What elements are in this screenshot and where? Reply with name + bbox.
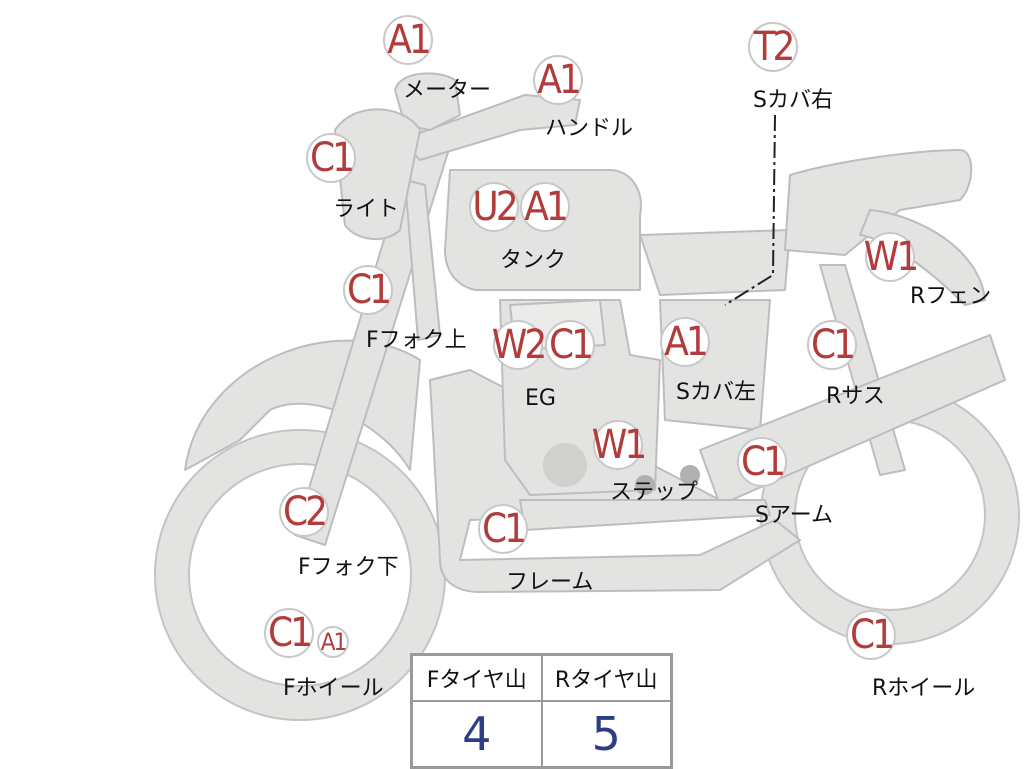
meter-shape [394, 72, 461, 131]
seat-shape [784, 149, 973, 256]
tire-tread-table: Fタイヤ山 Rタイヤ山 4 5 [410, 653, 673, 769]
part-label-swing-arm: Sアーム [755, 503, 833, 528]
front-tire-tread-value: 4 [410, 700, 543, 769]
front-tire-tread-header: Fタイヤ山 [410, 653, 543, 702]
grade-badge: C1 [545, 320, 595, 370]
rear-tire-tread-header: Rタイヤ山 [540, 653, 673, 702]
part-label-front-fork-lower: Fフォク下 [298, 555, 399, 580]
grade-badge: C1 [478, 504, 528, 554]
rear-tire-tread-value: 5 [540, 700, 673, 769]
part-label-handle: ハンドル [545, 116, 634, 141]
part-label-engine: EG [525, 386, 556, 411]
handlebar-shape [399, 94, 581, 161]
part-label-frame: フレーム [506, 570, 594, 595]
part-label-light: ライト [333, 197, 400, 222]
grade-badge: U2 [469, 182, 519, 232]
part-label-tank: タンク [500, 248, 567, 273]
grade-badge: C1 [846, 610, 896, 660]
grade-badge: C1 [737, 437, 787, 487]
part-label-side-cover-left: Sカバ左 [676, 380, 756, 405]
part-label-rear-fender: Rフェン [910, 284, 992, 309]
grade-badge: W1 [863, 232, 919, 282]
grade-badge: C2 [279, 487, 329, 537]
grade-badge: A1 [520, 182, 570, 232]
grade-badge: W1 [591, 420, 647, 470]
part-label-front-fork-upper: Fフォク上 [366, 328, 467, 353]
grade-badge: W2 [491, 320, 547, 370]
part-label-rear-suspension: Rサス [826, 384, 885, 409]
grade-badge: C1 [306, 133, 356, 183]
grade-badge: A1 [317, 626, 349, 658]
grade-badge: A1 [533, 55, 583, 105]
grade-badge: C1 [343, 265, 393, 315]
grade-badge: A1 [383, 15, 433, 65]
part-label-side-cover-right: Sカバ右 [753, 88, 833, 113]
grade-badge: C1 [807, 320, 857, 370]
leader-line [724, 114, 776, 306]
part-label-meter: メーター [403, 78, 492, 103]
grade-badge: T2 [748, 22, 798, 72]
headlight-shape [334, 108, 421, 241]
grade-badge: A1 [660, 317, 710, 367]
part-label-front-wheel: Fホイール [283, 676, 384, 701]
part-label-rear-wheel: Rホイール [872, 676, 976, 701]
part-label-step: ステップ [610, 480, 699, 505]
grade-badge: C1 [264, 608, 314, 658]
